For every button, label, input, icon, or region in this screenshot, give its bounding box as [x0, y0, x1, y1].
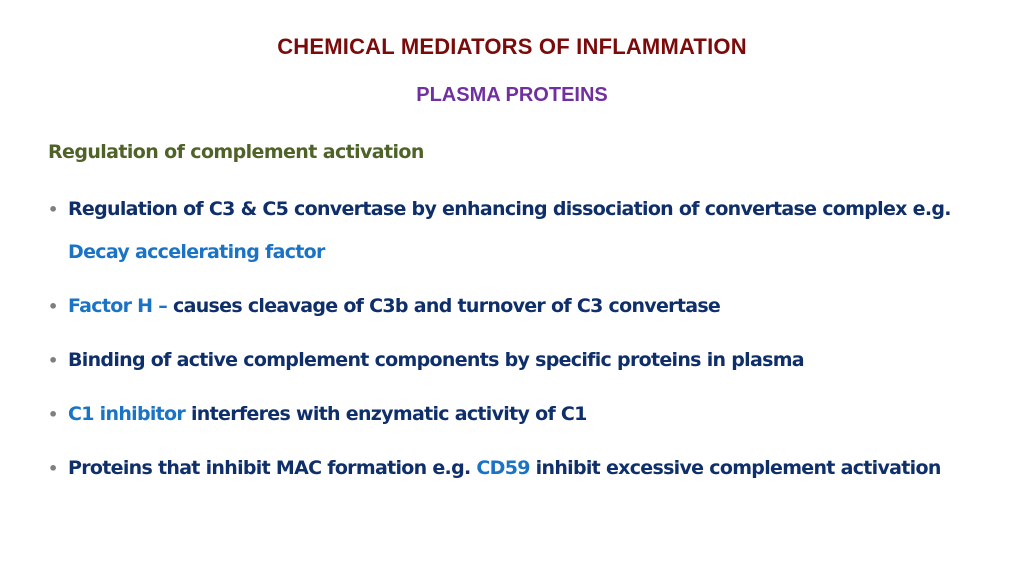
bullet-icon: •	[48, 459, 58, 478]
bullet-item-factor-h: • Factor H – causes cleavage of C3b and …	[46, 285, 966, 328]
bullet-item-binding: • Binding of active complement component…	[46, 339, 966, 382]
bullet-text: causes cleavage of C3b and turnover of C…	[167, 295, 721, 317]
highlight-term: Decay accelerating factor	[68, 241, 325, 263]
bullet-icon: •	[48, 351, 58, 370]
slide-title: CHEMICAL MEDIATORS OF INFLAMMATION	[277, 34, 747, 59]
bullet-text: interferes with enzymatic activity of C1	[185, 403, 587, 425]
slide-subtitle: PLASMA PROTEINS	[416, 84, 608, 106]
highlight-term: CD59	[476, 457, 530, 479]
bullet-icon: •	[48, 405, 58, 424]
bullet-item-convertase-regulation: • Regulation of C3 & C5 convertase by en…	[46, 188, 966, 274]
highlight-term: Factor H –	[68, 295, 168, 317]
bullet-text: inhibit excessive complement activation	[529, 457, 942, 479]
bullet-icon: •	[48, 297, 58, 316]
bullet-item-mac-inhibition: • Proteins that inhibit MAC formation e.…	[46, 447, 966, 490]
bullet-text: Regulation of C3 & C5 convertase by enha…	[68, 198, 951, 220]
bullet-icon: •	[48, 200, 58, 219]
highlight-term: C1 inhibitor	[68, 403, 186, 425]
section-heading: Regulation of complement activation	[48, 141, 424, 163]
bullet-text: Binding of active complement components …	[68, 349, 805, 371]
bullet-text: Proteins that inhibit MAC formation e.g.	[68, 457, 477, 479]
bullet-item-c1-inhibitor: • C1 inhibitor interferes with enzymatic…	[46, 393, 966, 436]
bullet-list: • Regulation of C3 & C5 convertase by en…	[46, 194, 966, 501]
